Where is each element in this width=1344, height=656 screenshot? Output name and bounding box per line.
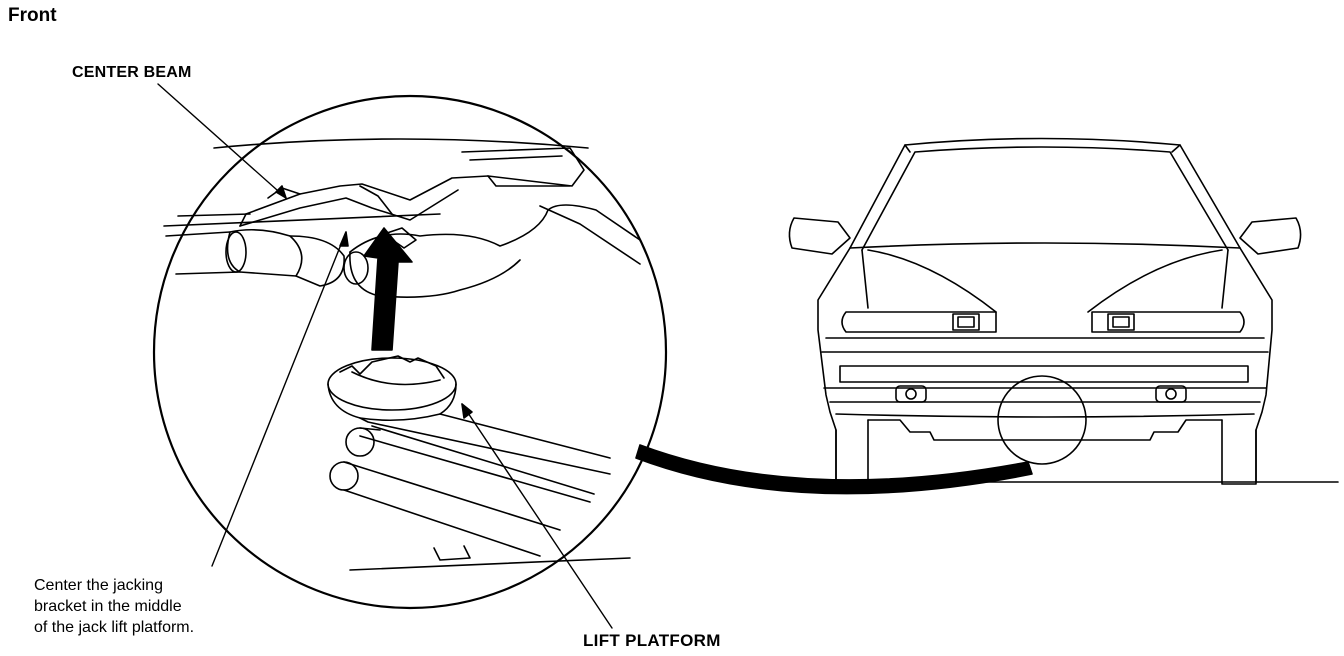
instruction-line: of the jack lift platform.	[34, 619, 195, 636]
lift-direction-arrow	[363, 227, 413, 351]
instruction-note: Center the jacking bracket in the middle…	[34, 575, 194, 638]
instruction-leader	[211, 231, 347, 567]
car-front-view	[788, 137, 1302, 485]
instruction-line: Center the jacking	[34, 577, 163, 594]
center-beam-leader	[157, 83, 287, 199]
detail-locator-circle	[997, 375, 1087, 465]
lift-platform-leader	[461, 403, 613, 629]
lift-platform-label: LIFT PLATFORM	[583, 631, 721, 650]
center-beam-label: CENTER BEAM	[72, 64, 192, 81]
view-title: Front	[8, 5, 57, 26]
detail-connector	[635, 444, 1033, 495]
detail-view	[152, 94, 668, 610]
instruction-line: bracket in the middle	[34, 598, 182, 615]
